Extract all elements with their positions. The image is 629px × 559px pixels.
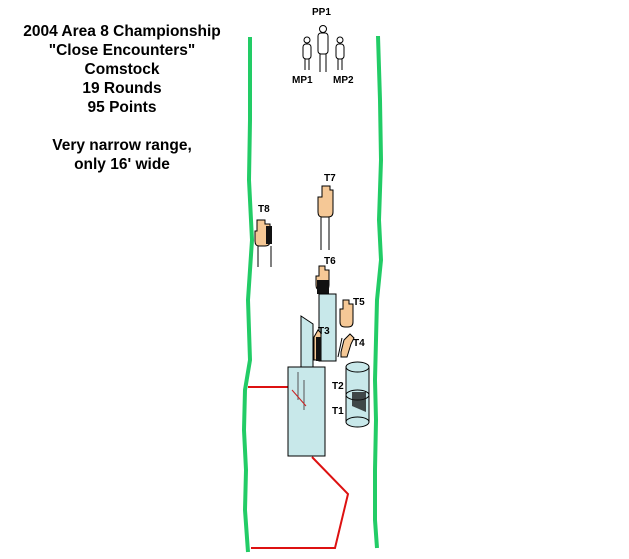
label-t6: T6 [324,256,336,267]
target-t7 [317,185,334,250]
scoring-method: Comstock [84,61,160,78]
label-t2: T2 [332,381,344,392]
label-t8: T8 [258,204,270,215]
range-note-line1: Very narrow range, [52,137,192,154]
barrier-front [287,366,326,457]
round-count: 19 Rounds [82,80,162,97]
stage-title: 2004 Area 8 Championship [23,23,221,40]
label-mp2: MP2 [333,75,354,86]
label-t5: T5 [353,297,365,308]
no-shoot-pp1 [317,25,329,72]
barrier-center [318,293,337,362]
range-note-line2: only 16' wide [74,156,170,173]
target-t4 [337,333,355,358]
stage-name: "Close Encounters" [48,42,196,59]
label-t7: T7 [324,173,336,184]
left-wall [241,37,255,553]
label-t1: T1 [332,406,344,417]
point-count: 95 Points [87,99,157,116]
no-shoot-mp1 [302,36,312,70]
label-t4: T4 [353,338,365,349]
swinger-t1-t2 [345,361,370,428]
stage-info: 2004 Area 8 Championship "Close Encounte… [0,22,244,174]
target-t8 [254,219,272,267]
no-shoot-mp2 [335,36,345,70]
right-wall [372,35,384,549]
label-mp1: MP1 [292,75,313,86]
barrier-front-marks [291,372,307,410]
label-t3: T3 [318,326,330,337]
target-t3 [313,329,322,361]
label-pp1: PP1 [312,7,331,18]
fault-line-start-box [251,456,350,549]
target-t5 [339,299,354,328]
